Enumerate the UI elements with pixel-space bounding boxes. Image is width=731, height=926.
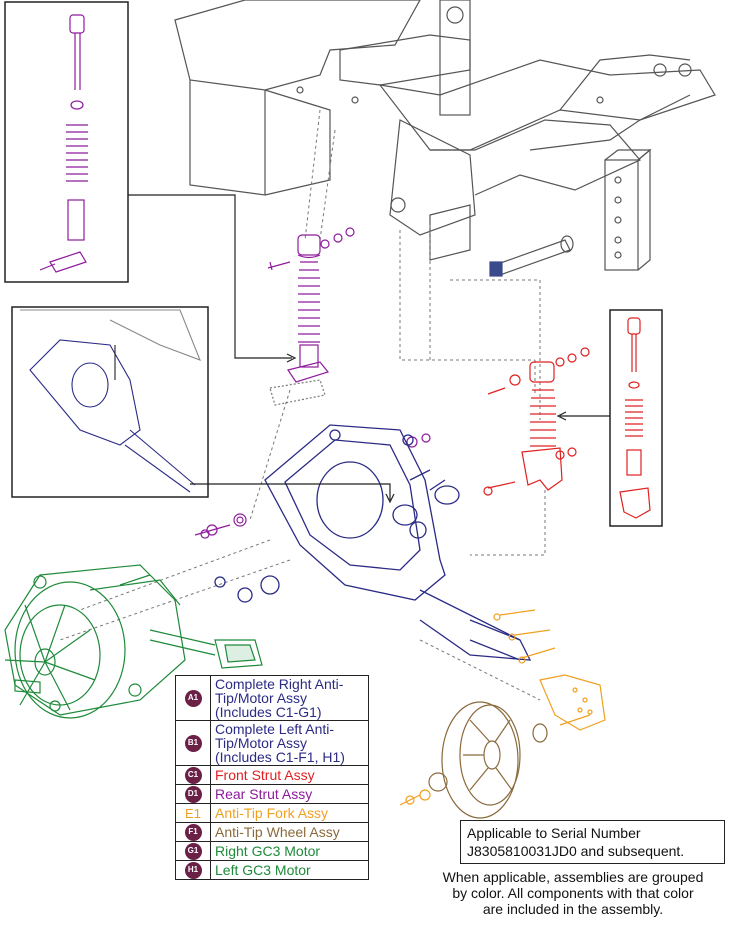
- front-strut-callout-parts: [619, 317, 651, 519]
- note-line-2: by color. All components with that color: [452, 885, 694, 901]
- legend-row-h1: H1 Left GC3 Motor: [176, 860, 368, 879]
- key-badge-c1: C1: [184, 766, 202, 784]
- key-label-e1: E1: [185, 805, 201, 821]
- key-badge-h1: H1: [184, 861, 202, 879]
- legend-row-c1: C1 Front Strut Assy: [176, 765, 368, 784]
- arm-detail-callout-box: [11, 306, 209, 498]
- arm-detail-callout-parts: [20, 309, 201, 493]
- legend-desc-g1: Right GC3 Motor: [215, 843, 321, 859]
- base-frame: [174, 0, 716, 277]
- legend-row-a1: A1 Complete Right Anti-Tip/Motor Assy (I…: [176, 676, 368, 720]
- front-strut-callout-box: [609, 309, 663, 527]
- rear-strut-callout-parts: [39, 14, 88, 273]
- rear-strut-leader: [128, 194, 292, 359]
- legend-row-f1: F1 Anti-Tip Wheel Assy: [176, 822, 368, 841]
- anti-tip-arm: [214, 424, 532, 661]
- anti-tip-fork-assy: [399, 609, 606, 806]
- arm-detail-leader: [190, 483, 391, 500]
- legend-desc-b1: Complete Left Anti-Tip/Motor Assy (Inclu…: [215, 721, 345, 765]
- gc3-motor: [4, 564, 263, 719]
- serial-line-1: Applicable to Serial Number: [467, 825, 641, 841]
- legend-row-g1: G1 Right GC3 Motor: [176, 841, 368, 860]
- note-line-1: When applicable, assemblies are grouped: [442, 869, 704, 885]
- parts-legend: A1 Complete Right Anti-Tip/Motor Assy (I…: [175, 675, 369, 880]
- key-badge-g1: G1: [184, 842, 202, 860]
- note-line-3: are included in the assembly.: [482, 901, 664, 917]
- legend-desc-d1: Rear Strut Assy: [215, 786, 313, 802]
- rear-strut-assy: [194, 227, 431, 539]
- legend-desc-f1: Anti-Tip Wheel Assy: [215, 824, 340, 840]
- rear-strut-callout-box: [4, 1, 129, 283]
- color-grouping-note: When applicable, assemblies are grouped …: [418, 869, 728, 917]
- legend-desc-h1: Left GC3 Motor: [215, 862, 311, 878]
- legend-row-b1: B1 Complete Left Anti-Tip/Motor Assy (In…: [176, 720, 368, 765]
- serial-number-box: Applicable to Serial Number J8305810031J…: [460, 820, 725, 864]
- dashed-leaders: [59, 109, 546, 701]
- legend-desc-a1: Complete Right Anti-Tip/Motor Assy (Incl…: [215, 676, 344, 720]
- legend-row-e1: E1 Anti-Tip Fork Assy: [176, 803, 368, 822]
- key-badge-d1: D1: [184, 785, 202, 803]
- key-badge-b1: B1: [184, 734, 202, 752]
- legend-desc-c1: Front Strut Assy: [215, 767, 315, 783]
- front-strut-assy: [483, 347, 590, 496]
- serial-line-2: J8305810031JD0 and subsequent.: [467, 843, 685, 859]
- key-badge-a1: A1: [184, 689, 202, 707]
- key-badge-f1: F1: [184, 823, 202, 841]
- legend-desc-e1: Anti-Tip Fork Assy: [215, 805, 329, 821]
- anti-tip-wheel-assy: [428, 701, 548, 819]
- legend-row-d1: D1 Rear Strut Assy: [176, 784, 368, 803]
